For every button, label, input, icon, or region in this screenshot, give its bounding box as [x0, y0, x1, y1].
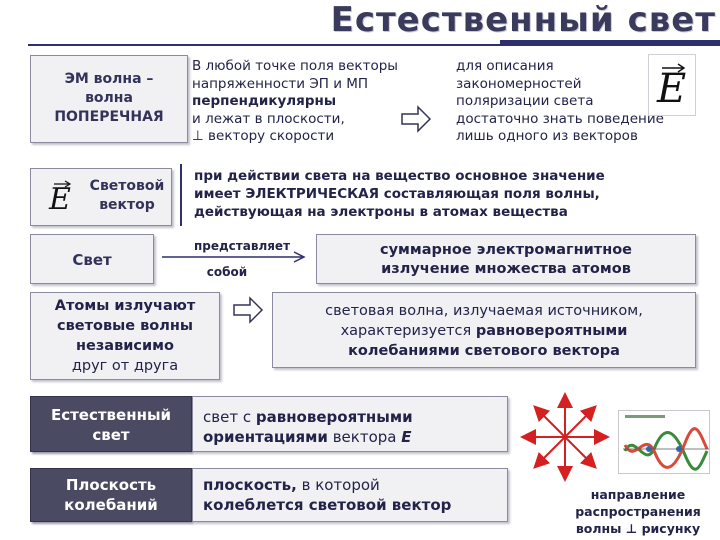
atoms-line2: световые волны: [56, 318, 194, 334]
em-wave-line3: ПОПЕРЕЧНАЯ: [54, 109, 164, 125]
natural-light-def-line1: свет с равновероятными: [203, 407, 507, 427]
action-line3: действующая на электроны в атомах вещест…: [194, 204, 568, 220]
atoms-box: Атомы излучают световые волны независимо…: [30, 292, 220, 380]
vector-arrow-icon: [662, 63, 686, 73]
direction-line2: распространения: [575, 504, 701, 519]
represents-label: представляет: [193, 239, 291, 253]
light-label: Свет: [72, 251, 112, 269]
light-wave-line2-b: равновероятными: [475, 323, 628, 339]
natural-light-def-d: вектора: [327, 428, 402, 446]
light-vector-line2: вектор: [99, 197, 155, 213]
plane-label1: Плоскость: [65, 476, 157, 494]
plane-def-line1: плоскость, в которой: [203, 475, 507, 495]
light-vector-line1: Световой: [89, 178, 165, 194]
action-line1: при действии света на вещество основное …: [194, 168, 605, 184]
vector-e-letter-small: E: [49, 182, 71, 217]
vectors-line5: ⊥ вектору скорости: [192, 128, 335, 144]
wave-illustration: [618, 410, 710, 474]
polarization-line4: достаточно знать поведение: [456, 110, 664, 127]
vector-arrows: [520, 392, 610, 482]
natural-light-def-c: ориентациями: [203, 428, 328, 446]
em-wave-line2: волна: [85, 90, 133, 106]
vector-e-symbol-box: E: [648, 54, 696, 116]
polarization-line2: закономерностей: [456, 75, 582, 92]
plane-label2: колебаний: [64, 496, 158, 514]
natural-light-def-e: E: [401, 428, 412, 446]
vectors-line1: В любой точке поля векторы: [192, 58, 398, 74]
light-vector-label: Световой вектор: [83, 177, 171, 215]
light-wave-box: световая волна, излучаемая источником, х…: [272, 292, 696, 368]
vectors-description: В любой точке поля векторы напряженности…: [192, 58, 442, 146]
represents-arrow-icon: [162, 251, 306, 263]
itself-label: собой: [206, 265, 248, 279]
polarization-line1: для описания: [456, 58, 554, 74]
polarization-line3: поляризации света: [456, 93, 594, 109]
natural-light-def-a: свет с: [203, 408, 256, 426]
vectors-line2: напряженности ЭП и МП: [192, 75, 369, 92]
em-wave-box: ЭМ волна – волна ПОПЕРЕЧНАЯ: [30, 55, 188, 143]
sum-radiation-box: суммарное электромагнитное излучение мно…: [316, 234, 696, 284]
light-wave-line1: световая волна, излучаемая источником,: [325, 303, 643, 319]
vector-arrow-icon-small: [54, 180, 72, 188]
vectors-line3: перпендикулярны: [192, 93, 442, 111]
direction-line3: волны ⊥ рисунку: [575, 521, 701, 536]
action-line2: имеет ЭЛЕКТРИЧЕСКАЯ составляющая поля во…: [194, 186, 600, 202]
hollow-arrow-icon: [401, 105, 432, 133]
light-wave-line2-a: характеризуется: [340, 323, 476, 339]
polarization-description: для описания закономерностей поляризации…: [456, 58, 696, 146]
light-wave-line2: характеризуется равновероятными: [273, 321, 695, 341]
light-vector-box: E Световой вектор: [30, 168, 172, 226]
plane-def-c: колеблется световой вектор: [203, 496, 452, 514]
title-accent-bar: [500, 40, 720, 45]
natural-light-label1: Естественный: [50, 406, 172, 424]
natural-light-def-line2: ориентациями вектора E: [203, 427, 507, 447]
wave-image-icon: [623, 415, 709, 471]
plane-def-a: плоскость,: [203, 476, 297, 494]
title-underline: [28, 44, 720, 46]
atoms-line3: независимо: [76, 338, 174, 354]
direction-caption: направление распространения волны ⊥ рису…: [556, 486, 720, 537]
action-description: при действии света на вещество основное …: [180, 164, 700, 226]
hollow-arrow-icon-2: [233, 296, 264, 324]
em-wave-line1: ЭМ волна –: [64, 71, 154, 87]
vectors-line4: и лежат в плоскости,: [192, 110, 345, 127]
natural-light-label2: свет: [92, 426, 130, 444]
direction-line1: направление: [590, 487, 686, 502]
light-wave-line3: колебаниями светового вектора: [348, 343, 620, 359]
light-box: Свет: [30, 234, 154, 284]
sum-radiation-line1: суммарное электромагнитное: [379, 242, 633, 258]
natural-light-def-b: равновероятными: [255, 408, 413, 426]
atoms-line1: Атомы излучают: [54, 298, 196, 314]
atoms-line4: друг от друга: [71, 358, 179, 374]
perpendicular-text: перпендикулярны: [192, 93, 337, 109]
sum-radiation-line2: излучение множества атомов: [381, 261, 631, 277]
natural-light-definition: свет с равновероятными ориентациями вект…: [192, 396, 508, 452]
plane-def-b: в которой: [296, 476, 380, 494]
vector-e-letter: E: [657, 66, 687, 112]
natural-light-label-box: Естественный свет: [30, 396, 192, 452]
page-title: Естественный свет: [330, 0, 716, 40]
plane-definition: плоскость, в которой колеблется световой…: [192, 468, 508, 522]
plane-label-box: Плоскость колебаний: [30, 468, 192, 522]
equiprobable-vectors-diagram: [520, 392, 610, 482]
polarization-line5: лишь одного из векторов: [456, 128, 638, 144]
